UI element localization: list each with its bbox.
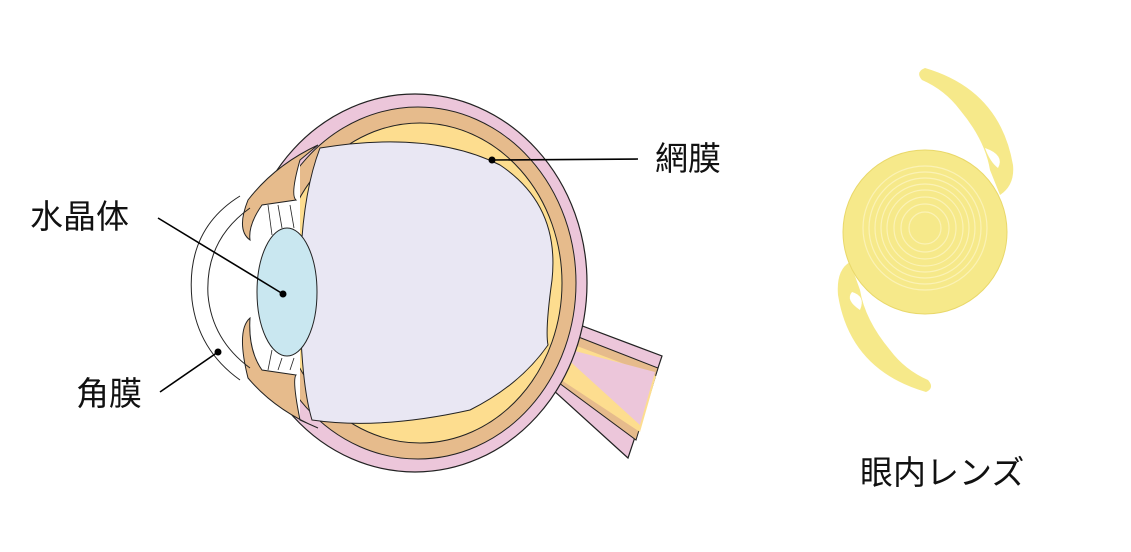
intraocular-lens-image [837, 68, 1014, 392]
cornea [190, 195, 241, 381]
crystalline-lens [256, 227, 318, 357]
retina-label: 網膜 [655, 139, 721, 178]
vitreous-body [299, 141, 554, 424]
retina-leader-line [491, 158, 639, 161]
iol-label: 眼内レンズ [860, 453, 1025, 492]
lens-label: 水晶体 [30, 197, 129, 236]
cornea-leader-line [159, 351, 219, 393]
lens-leader-line [157, 217, 284, 295]
cornea-label: 角膜 [76, 374, 142, 413]
zonule-fibers [267, 204, 295, 371]
ciliary-body-lower [241, 316, 319, 429]
ciliary-body-upper [242, 144, 319, 242]
